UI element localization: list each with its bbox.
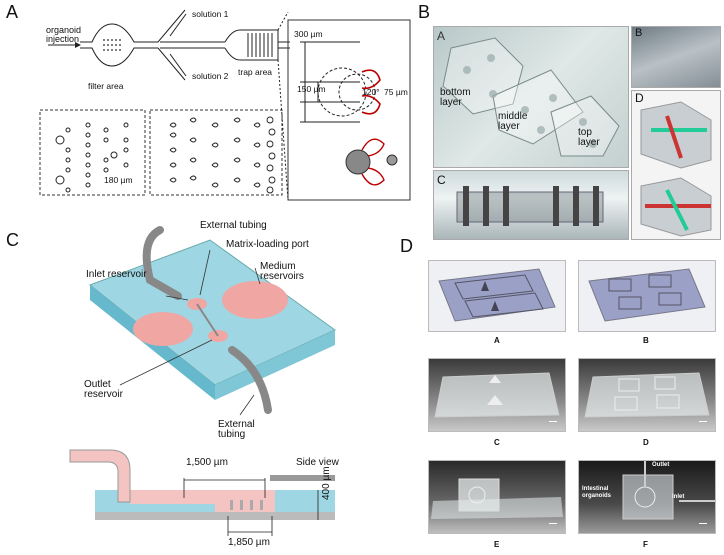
caption-a: A — [494, 336, 500, 345]
dim-150-label: 150 µm — [297, 84, 326, 94]
panel-label-a: A — [6, 2, 19, 22]
side-view-label: Side view — [296, 457, 339, 468]
inlet-label: Inlet — [672, 494, 685, 500]
dim-1850-label: 1,850 µm — [228, 537, 270, 548]
intestinal-organoids-label: Intestinal organoids — [582, 486, 612, 499]
caption-f: F — [643, 540, 648, 549]
top-layer-label: top layer — [578, 127, 600, 148]
panel-b-sub-b: B — [635, 27, 643, 39]
organoid-injection-label: organoid injection — [46, 25, 82, 44]
bottom-layer-label: bottom layer — [440, 87, 471, 108]
dim-75-label: 75 µm — [384, 87, 408, 97]
panel-b-sub-c: C — [437, 173, 446, 187]
trap-area-label: trap area — [238, 67, 273, 77]
outlet-reservoir-label: Outlet reservoir — [84, 379, 123, 400]
panel-d-photo-e — [428, 460, 566, 534]
solution2-label: solution 2 — [192, 71, 229, 81]
external-tubing-top-label: External tubing — [200, 220, 267, 231]
caption-d: D — [643, 438, 649, 447]
panel-d-render-b — [578, 260, 716, 332]
caption-c: C — [494, 438, 500, 447]
medium-reservoirs-label: Medium reservoirs — [260, 261, 304, 282]
outlet-label: Outlet — [652, 462, 670, 468]
panel-b-layers-illustration — [442, 37, 620, 157]
caption-e: E — [494, 540, 500, 549]
panel-b-device-schematic — [640, 101, 712, 237]
caption-b: B — [643, 336, 649, 345]
panel-b-photo-b — [631, 26, 721, 88]
dim-300-label: 300 µm — [294, 29, 323, 39]
dim-1500-label: 1,500 µm — [186, 457, 228, 468]
solution1-label: solution 1 — [192, 9, 229, 19]
panel-d-photo-d — [578, 358, 716, 432]
panel-label-c: C — [6, 230, 19, 250]
panel-d-render-a — [428, 260, 566, 332]
matrix-port-label: Matrix-loading port — [226, 239, 309, 250]
inlet-reservoir-label: Inlet reservoir — [86, 269, 147, 280]
panel-label-b: B — [418, 2, 431, 22]
panel-b-sub-a: A — [437, 29, 446, 43]
middle-layer-label: middle layer — [498, 111, 528, 132]
angle-120-label: 120° — [362, 87, 380, 97]
panel-a-diagram — [39, 9, 411, 201]
panel-d-photo-f — [578, 460, 716, 534]
panel-c-device-3d — [69, 226, 336, 536]
panel-label-d: D — [400, 236, 413, 256]
panel-d-photo-c — [428, 358, 566, 432]
panel-b-side-illustration — [456, 186, 604, 226]
panel-b-sub-d: D — [635, 91, 644, 105]
dim-180-label: 180 µm — [104, 175, 133, 185]
filter-area-label: filter area — [88, 81, 124, 91]
dim-400-label: 400 µm — [321, 466, 332, 500]
external-tubing-bottom-label: External tubing — [218, 419, 255, 440]
